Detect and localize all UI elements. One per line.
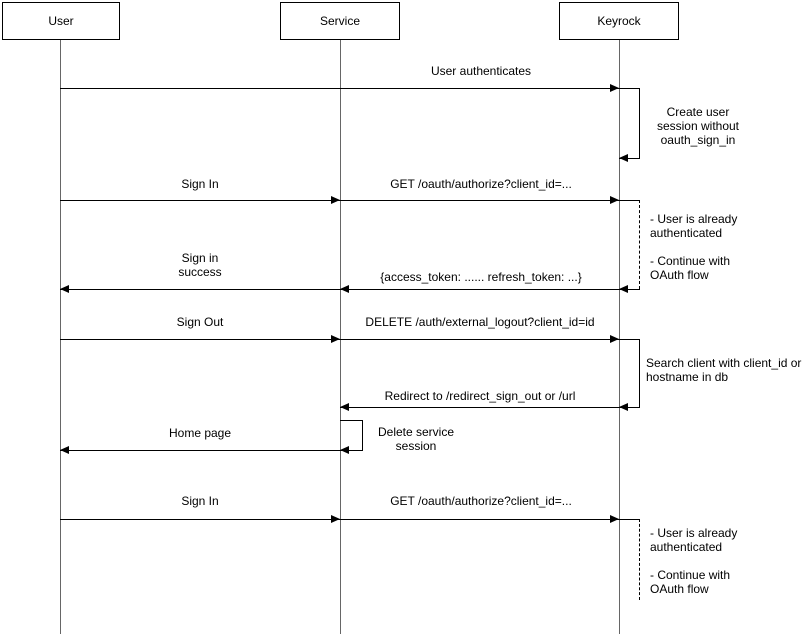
note-already-authenticated-second: - User is already authenticated - Contin… (650, 526, 738, 596)
message-line-sign-in-second (60, 519, 640, 520)
arrowhead-left-icon (60, 285, 69, 293)
actor-user-label: User (48, 14, 74, 28)
arrowhead-right-icon (610, 196, 619, 204)
message-label-user-authenticates: User authenticates (430, 64, 532, 78)
message-line-home-page (60, 450, 363, 451)
message-label-redirect: Redirect to /redirect_sign_out or /url (384, 389, 576, 403)
actor-keyrock: Keyrock (559, 2, 679, 40)
message-line-sign-in-success (60, 289, 640, 290)
self-call-bracket-create-session (639, 88, 640, 158)
arrowhead-left-icon (619, 285, 628, 293)
message-label-sign-in-success: Sign in success (178, 251, 222, 279)
message-line-user-authenticates (60, 88, 640, 89)
lifeline-user (60, 40, 61, 634)
message-label-delete-service-session: Delete service session (377, 425, 455, 453)
message-line-sign-in-first (60, 200, 640, 201)
arrowhead-left-icon (340, 285, 349, 293)
arrowhead-left-icon (60, 446, 69, 454)
actor-keyrock-label: Keyrock (597, 14, 641, 28)
actor-service-label: Service (319, 14, 360, 28)
self-call-bracket-search-client (639, 339, 640, 408)
arrowhead-right-icon (331, 196, 340, 204)
arrowhead-right-icon (331, 335, 340, 343)
message-label-access-token: {access_token: ...... refresh_token: ...… (380, 270, 582, 284)
arrowhead-right-icon (610, 515, 619, 523)
message-label-sign-in-first: Sign In (181, 177, 219, 191)
self-call-top-delete-session (340, 420, 363, 421)
arrowhead-left-icon (340, 446, 349, 454)
note-search-client: Search client with client_id or hostname… (646, 356, 802, 384)
arrowhead-left-icon (340, 403, 349, 411)
message-label-delete-logout: DELETE /auth/external_logout?client_id=i… (365, 315, 595, 329)
actor-user: User (2, 2, 120, 40)
message-label-get-oauth-first: GET /oauth/authorize?client_id=... (390, 177, 572, 191)
self-call-bracket-oauth-flow-first (639, 200, 640, 289)
message-label-get-oauth-second: GET /oauth/authorize?client_id=... (390, 494, 572, 508)
self-call-bracket-oauth-flow-second (639, 519, 640, 600)
note-create-user-session: Create user session without oauth_sign_i… (656, 105, 740, 147)
arrowhead-left-icon (619, 403, 628, 411)
message-line-sign-out (60, 339, 640, 340)
arrowhead-right-icon (610, 84, 619, 92)
lifeline-service (340, 40, 341, 634)
message-label-sign-out: Sign Out (176, 315, 224, 329)
message-label-home-page: Home page (168, 426, 232, 440)
arrowhead-right-icon (331, 515, 340, 523)
actor-service: Service (280, 2, 400, 40)
message-label-sign-in-second: Sign In (181, 494, 219, 508)
note-already-authenticated-first: - User is already authenticated - Contin… (650, 212, 738, 282)
self-call-bracket-delete-session (362, 420, 363, 451)
arrowhead-right-icon (610, 335, 619, 343)
arrowhead-left-icon (619, 154, 628, 162)
lifeline-keyrock (619, 40, 620, 634)
message-line-redirect (340, 407, 640, 408)
self-call-return-create-session (619, 158, 640, 159)
